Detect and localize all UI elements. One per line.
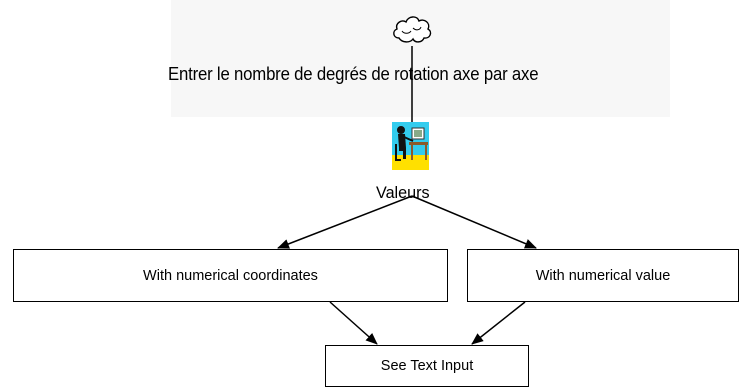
actor-label: Valeurs (376, 183, 430, 202)
header-band (171, 0, 670, 117)
person-at-desk-icon (392, 122, 429, 170)
target-see-text-input: See Text Input (325, 345, 529, 387)
arrow-coordinates-to-target (329, 301, 378, 345)
arrow-value-to-target (471, 301, 526, 345)
instruction-label: Entrer le nombre de degrés de rotation a… (168, 64, 539, 84)
arrow-to-value-box (411, 195, 537, 249)
arrow-to-coordinates-box (277, 195, 413, 249)
option-numerical-coordinates: With numerical coordinates (13, 249, 448, 302)
option-numerical-value: With numerical value (467, 249, 739, 302)
cloud-icon (393, 16, 432, 43)
